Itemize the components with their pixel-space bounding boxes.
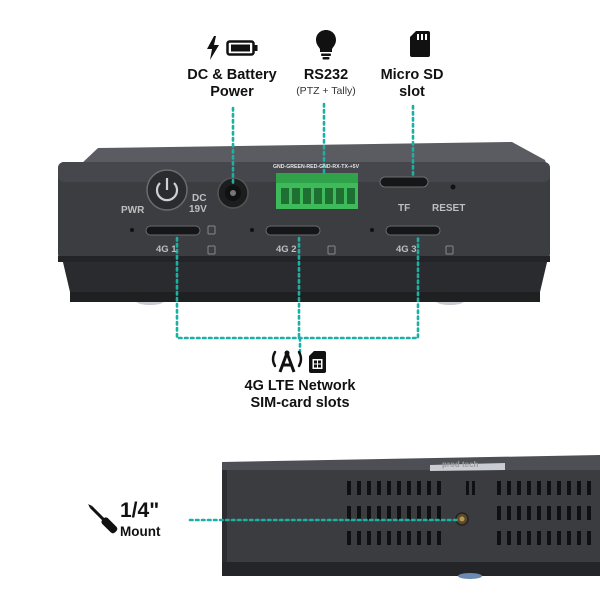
lte-callout: 4G LTE Network SIM-card slots: [220, 378, 380, 412]
power-callout-line1: DC & Battery: [187, 67, 277, 83]
mount-callout: 1/4" Mount: [120, 499, 190, 541]
rs232-subtitle: (PTZ + Tally): [296, 85, 356, 97]
vent-grille: [347, 481, 591, 545]
sim-card-icon: [309, 351, 326, 373]
sim-slot-3-label: 4G 3: [396, 244, 417, 255]
device-side-view: [222, 455, 600, 579]
rs232-title: RS232: [303, 67, 349, 83]
rs232-callout: RS232 (PTZ + Tally): [276, 67, 376, 98]
tf-label: TF: [398, 203, 411, 214]
sd-callout-line1: Micro SD: [380, 67, 444, 83]
connector-lines: [175, 102, 460, 522]
sim-slot-2-label: 4G 2: [276, 244, 297, 255]
sim-slot-1-label: 4G 1: [156, 244, 177, 255]
pwr-label: PWR: [121, 205, 145, 216]
device-front-view: [58, 142, 550, 305]
screwdriver-icon: [88, 504, 118, 534]
lte-callout-line1: 4G LTE Network: [244, 378, 356, 394]
bolt-icon: [207, 36, 219, 60]
brand-logo: prod tech: [442, 460, 479, 469]
dc-label: DC: [192, 193, 207, 204]
battery-icon: [226, 40, 258, 56]
lte-callout-line2: SIM-card slots: [250, 395, 350, 411]
reset-label: RESET: [432, 203, 466, 214]
power-callout: DC & Battery Power: [172, 67, 292, 101]
sd-callout: Micro SD slot: [372, 67, 452, 101]
lightbulb-icon: [316, 30, 336, 60]
sd-card-icon: [410, 31, 430, 57]
sd-callout-line2: slot: [399, 84, 425, 100]
power-callout-line2: Power: [210, 84, 254, 100]
terminal-pin-label: GND-GREEN-RED-GND-RX-TX-+5V: [273, 164, 360, 170]
antenna-icon: [271, 350, 303, 373]
mount-size: 1/4": [120, 499, 160, 522]
mount-label: Mount: [120, 524, 161, 539]
dc-voltage-label: 19V: [189, 204, 207, 215]
